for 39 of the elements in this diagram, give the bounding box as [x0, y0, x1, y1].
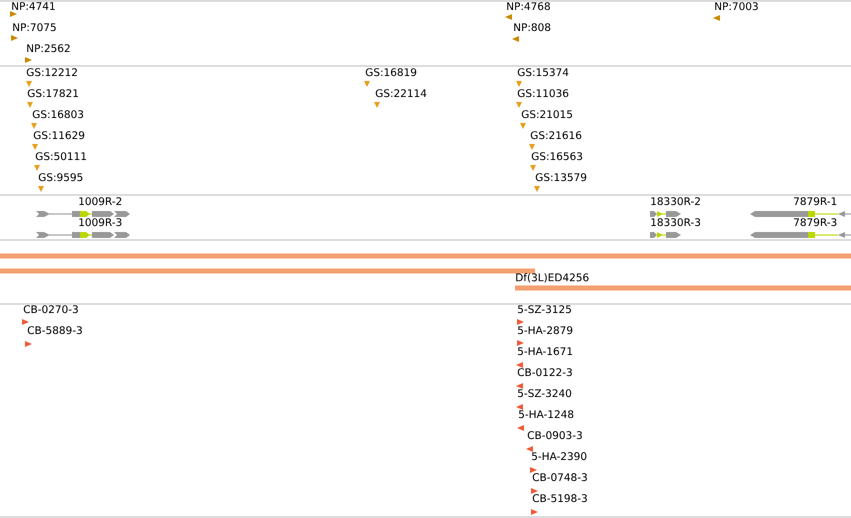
feature-label: GS:9595 — [38, 173, 82, 182]
feature-label: GS:16819 — [366, 68, 416, 76]
feature-label: CB-0748-3 — [532, 473, 587, 482]
feature-label: Df(3L)ED4256 — [516, 273, 588, 283]
feature-label: 5-HA-2879 — [518, 326, 572, 334]
feature-label: 7879R-1 — [794, 197, 836, 206]
feature-label: CB-5198-3 — [532, 494, 587, 502]
feature-label: NP:4741 — [12, 2, 55, 10]
feature-label: NP:808 — [514, 23, 550, 32]
feature-label: GS:16563 — [532, 152, 582, 160]
feature-label: GS:22114 — [376, 89, 426, 98]
feature-label: GS:11629 — [34, 131, 84, 140]
feature-label: 18330R-3 — [651, 218, 700, 226]
feature-label: 5-HA-2390 — [532, 452, 586, 460]
feature-label: 1009R-3 — [79, 218, 122, 226]
feature-label: NP:2562 — [27, 44, 70, 52]
feature-label: 7879R-3 — [794, 218, 836, 226]
feature-label: GS:11036 — [518, 89, 568, 98]
feature-label: 5-SZ-3125 — [518, 305, 571, 314]
feature-label: GS:21015 — [522, 110, 572, 118]
feature-label: CB-0903-3 — [528, 431, 582, 440]
feature-label: CB-0122-3 — [518, 368, 572, 376]
feature-label: 18330R-2 — [651, 197, 700, 206]
feature-label: GS:17821 — [28, 89, 78, 98]
feature-label: CB-5889-3 — [28, 326, 82, 334]
feature-label: 5-SZ-3240 — [518, 389, 572, 398]
feature-label: 1009R-2 — [79, 197, 122, 206]
feature-label: GS:50111 — [36, 152, 86, 160]
feature-label: CB-0270-3 — [24, 305, 78, 314]
feature-label: GS:21616 — [530, 131, 582, 140]
feature-label: GS:15374 — [518, 68, 568, 76]
feature-label: 5-HA-1671 — [518, 347, 572, 356]
feature-label: GS:12212 — [26, 68, 77, 76]
feature-label: NP:7075 — [13, 23, 56, 32]
feature-label: NP:7003 — [715, 2, 758, 10]
feature-label: GS:16803 — [32, 110, 84, 118]
feature-label: GS:13579 — [536, 173, 586, 182]
feature-label: 5-HA-1248 — [519, 410, 574, 418]
feature-label: NP:4768 — [507, 2, 550, 10]
